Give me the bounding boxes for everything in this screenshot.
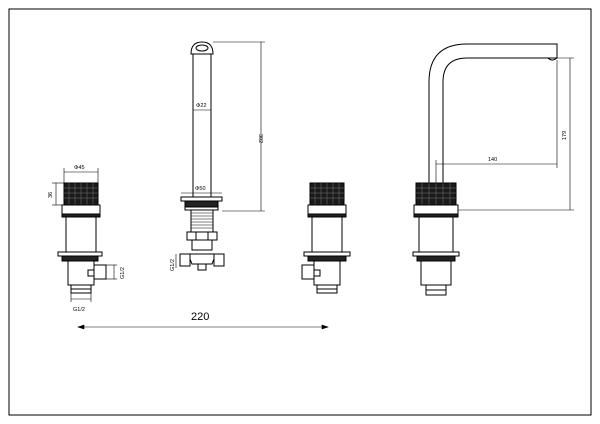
front-spout-dimensions [175, 41, 265, 268]
bottom-thread-label: G1/2 [73, 307, 85, 313]
base-diameter-label: Φ50 [195, 186, 206, 192]
left-valve-dimensions [52, 168, 117, 302]
reach-label: 140 [488, 157, 497, 163]
left-valve [57, 182, 107, 294]
spout-diameter-label: Φ22 [196, 103, 207, 109]
side-view-assembly [412, 43, 558, 296]
right-valve [301, 182, 351, 294]
knob-height-label: 36 [48, 192, 54, 198]
knob-diameter-label: Φ45 [74, 165, 85, 171]
side-view-dimensions [435, 57, 574, 211]
drawing-border [8, 8, 592, 416]
spout-thread-label: G1/2 [170, 259, 176, 271]
side-thread-label: G1/2 [120, 267, 126, 279]
front-spout [179, 41, 225, 271]
overall-width-label: 220 [191, 311, 209, 323]
side-height-label: 179 [562, 131, 568, 140]
spout-height-label: 302 [257, 134, 263, 143]
overall-width-dimension [77, 324, 329, 330]
